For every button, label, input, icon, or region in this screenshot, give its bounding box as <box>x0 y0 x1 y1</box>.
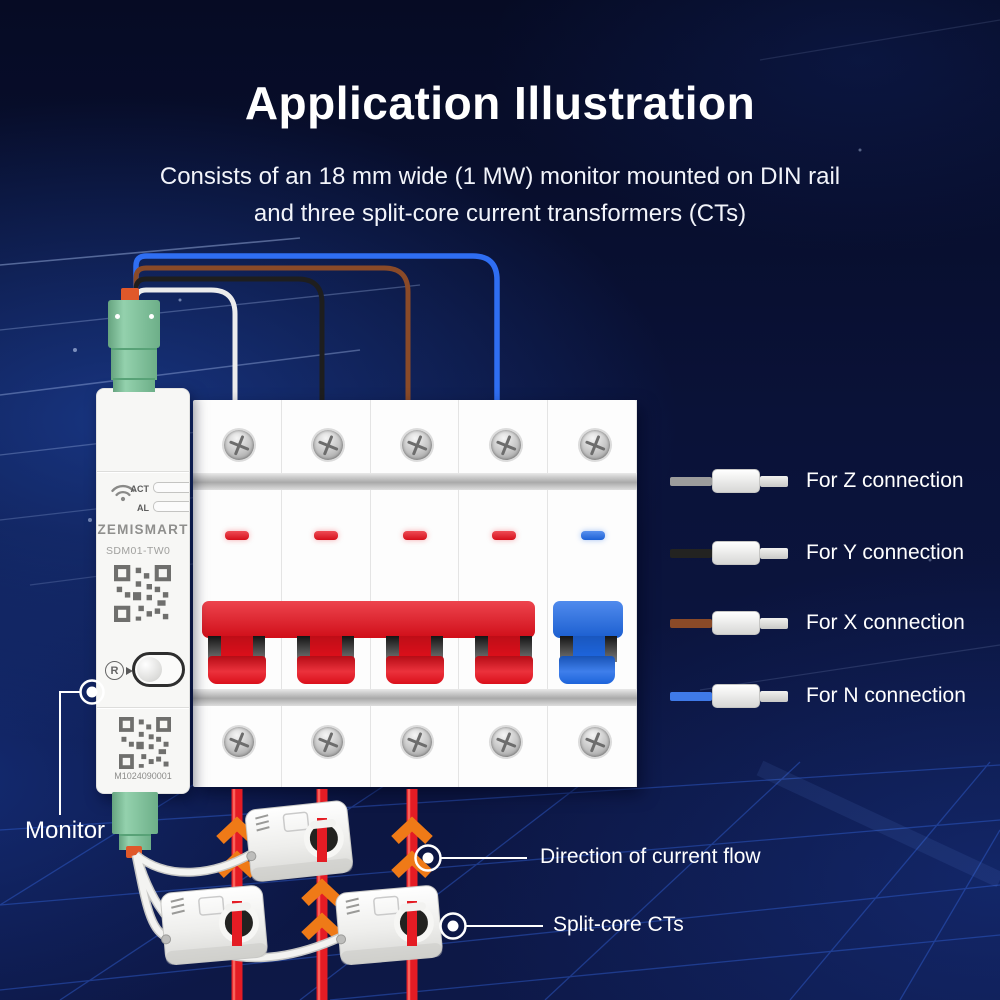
panel-top-band <box>193 473 637 490</box>
ferrule-icon <box>712 684 760 708</box>
top-terminal-block <box>108 300 160 348</box>
breaker-module-3 <box>371 400 460 787</box>
top-terminal-base <box>113 378 155 392</box>
breaker-module-2 <box>282 400 371 787</box>
current-flow-arrows <box>216 816 433 941</box>
split-core-ct <box>160 885 268 965</box>
breaker-panel <box>193 400 637 787</box>
legend-label-x: For X connection <box>806 611 965 634</box>
ct-harness-plug <box>126 846 142 858</box>
ferrule-icon <box>712 541 760 565</box>
wire-stub-blue <box>670 691 712 701</box>
legend-row-x: For X connection <box>670 611 965 635</box>
ferrule-tip <box>760 617 788 629</box>
ct-lead <box>134 855 343 961</box>
legend-row-y: For Y connection <box>670 541 964 565</box>
terminal-screw-hole <box>149 314 154 319</box>
ferrule-tip <box>760 690 788 702</box>
led-window-al <box>153 501 189 512</box>
wire-stub-black <box>670 548 712 558</box>
wire-stub-gray <box>670 476 712 486</box>
breaker-handle-red <box>386 656 444 684</box>
energy-monitor: ACT AL ZEMISMART SDM01-TW0 <box>96 388 190 794</box>
subtitle-line-2: and three split-core current transformer… <box>253 200 747 227</box>
breaker-module-5 <box>548 400 637 787</box>
ferrule-icon <box>712 469 760 493</box>
ct-lead <box>133 854 168 940</box>
serial-number: M1024090001 <box>114 771 172 781</box>
monitor-section-divider <box>97 707 189 708</box>
split-core-ct <box>335 885 443 965</box>
reset-button <box>132 652 185 687</box>
legend-row-n: For N connection <box>670 684 966 708</box>
led-label-al: AL <box>137 503 149 513</box>
status-indicator-red <box>492 531 516 540</box>
handle-stem <box>386 636 399 662</box>
qr-code <box>114 565 171 622</box>
breaker-handle-red <box>475 656 533 684</box>
reset-arrow-icon <box>126 667 133 675</box>
model-number: SDM01-TW0 <box>106 545 171 557</box>
subtitle-line-1: Consists of an 18 mm wide (1 MW) monitor… <box>159 163 841 190</box>
breaker-handle-red <box>208 656 266 684</box>
legend-label-y: For Y connection <box>806 541 964 564</box>
monitor-section-divider <box>97 471 189 472</box>
legend-label-n: For N connection <box>806 684 966 707</box>
handle-stem <box>519 636 532 662</box>
handle-stem <box>252 636 265 662</box>
led-window-act <box>153 482 189 493</box>
status-indicator-red <box>314 531 338 540</box>
status-indicator-red <box>403 531 427 540</box>
page-title: Application Illustration <box>244 77 756 129</box>
red-tie-bar <box>202 601 535 638</box>
wire-blue-n <box>133 253 500 410</box>
handle-stem <box>208 636 221 662</box>
handle-stem <box>475 636 488 662</box>
led-label-act: ACT <box>130 484 150 494</box>
ferrule-tip <box>760 475 788 487</box>
qr-code-serial <box>119 717 171 769</box>
split-core-ct <box>245 800 353 882</box>
terminal-screw-hole <box>115 314 120 319</box>
ferrule-icon <box>712 611 760 635</box>
handle-stem <box>560 636 573 662</box>
breaker-handle-red <box>297 656 355 684</box>
status-indicator-red <box>225 531 249 540</box>
direction-callout-label: Direction of current flow <box>540 845 761 868</box>
cable-through-clamp <box>225 818 426 946</box>
reset-button-label: R <box>105 661 124 680</box>
brand-logo: ZEMISMART <box>97 522 189 537</box>
ferrule-tip <box>760 547 788 559</box>
legend-row-z: For Z connection <box>670 469 964 493</box>
page-subtitle: Consists of an 18 mm wide (1 MW) monitor… <box>0 158 1000 232</box>
breaker-module-1 <box>193 400 282 787</box>
blue-handle-top <box>553 601 623 638</box>
top-terminal-mid <box>111 348 157 380</box>
handle-stem <box>297 636 310 662</box>
breaker-handle-blue <box>559 656 615 684</box>
floor-light-streak <box>756 760 1000 888</box>
ct-callout-label: Split-core CTs <box>553 913 684 936</box>
load-cables <box>231 789 418 1000</box>
ct-lead-cables <box>131 850 343 963</box>
wifi-icon <box>111 484 135 502</box>
wire-stub-brown <box>670 618 712 628</box>
handle-stem <box>341 636 354 662</box>
ct-lead <box>134 851 253 876</box>
handle-stem <box>604 636 617 662</box>
status-indicator-blue <box>581 531 605 540</box>
breaker-module-4 <box>459 400 549 787</box>
bottom-terminal-block <box>112 792 158 834</box>
monitor-callout-label: Monitor <box>25 817 106 844</box>
legend-label-z: For Z connection <box>806 469 964 492</box>
handle-stem <box>430 636 443 662</box>
panel-bottom-band <box>193 689 637 706</box>
